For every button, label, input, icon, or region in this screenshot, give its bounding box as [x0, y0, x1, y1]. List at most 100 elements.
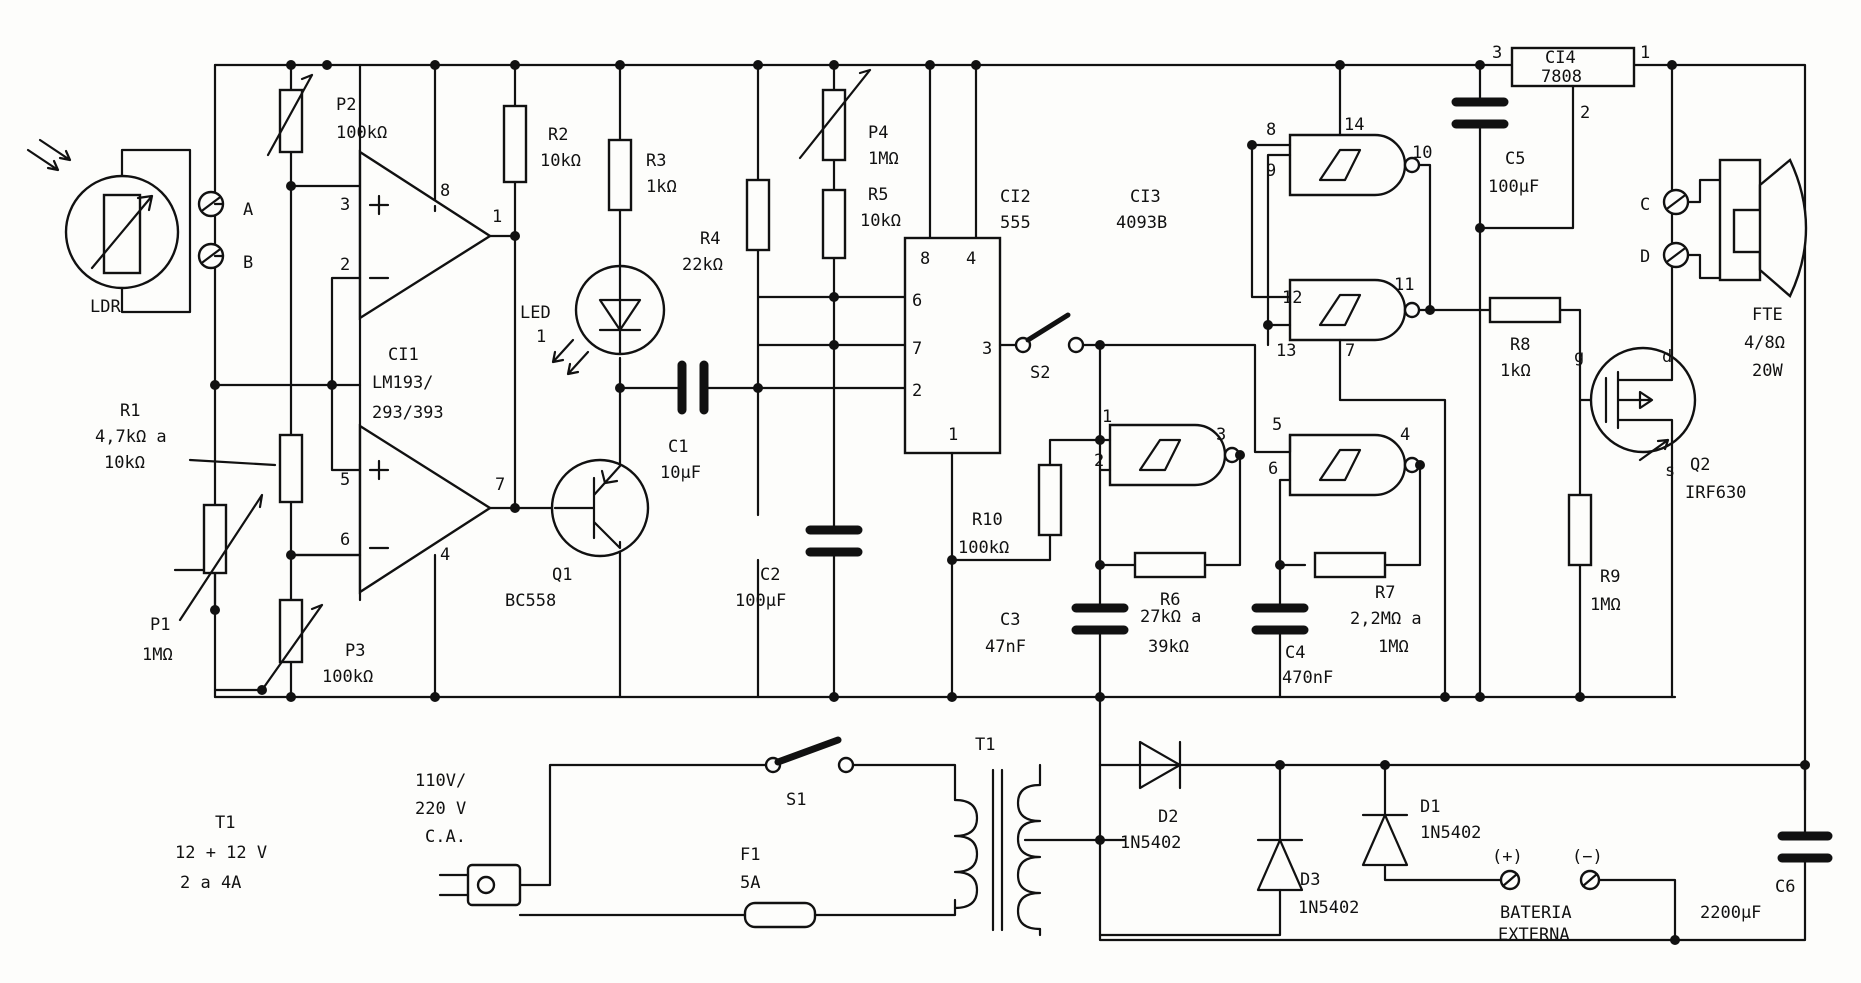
q2-part: IRF630: [1685, 483, 1746, 503]
ci1-pin4: 4: [440, 545, 450, 565]
led-name: LED: [520, 303, 551, 323]
p1-value: 1MΩ: [142, 645, 173, 665]
r7-value: 2,2MΩ a: [1350, 609, 1422, 629]
q2-name: Q2: [1690, 455, 1710, 475]
speaker-value: 4/8Ω: [1744, 333, 1785, 353]
p1-pot: [202, 503, 228, 575]
t1-transformer: [953, 763, 1102, 937]
d3-part: 1N5402: [1298, 898, 1359, 918]
f1-name: F1: [740, 845, 760, 865]
ci3-gate-a: [1108, 423, 1241, 487]
c1-capacitor: [677, 360, 709, 415]
r1-value: 4,7kΩ a: [95, 427, 167, 447]
ci3-pin10: 10: [1412, 143, 1432, 163]
p2-name: P2: [336, 95, 356, 115]
ci3-pin3: 3: [1216, 425, 1226, 445]
ci2-555: [903, 236, 1002, 455]
c6-name: C6: [1775, 877, 1795, 897]
d1-name: D1: [1420, 797, 1440, 817]
q1-name: Q1: [552, 565, 572, 585]
r6-value2: 39kΩ: [1148, 637, 1189, 657]
ldr-label: LDR: [90, 297, 121, 317]
ci3-gate-c: [1288, 133, 1421, 197]
terminal-a-label: A: [243, 200, 253, 220]
r1-resistor: [278, 433, 304, 504]
ci1-comparator-bottom: [358, 423, 493, 595]
ci4-pin2: 2: [1580, 103, 1590, 123]
ci2-pin6: 6: [912, 291, 922, 311]
d3-diode: [1256, 838, 1304, 892]
ci1-pin6: 6: [340, 530, 350, 550]
q1-transistor: [550, 458, 650, 558]
r7-name: R7: [1375, 583, 1395, 603]
d2-name: D2: [1158, 807, 1178, 827]
f1-fuse: [743, 901, 817, 929]
r7-resistor: [1313, 551, 1387, 579]
r5-resistor: [821, 188, 847, 260]
r9-resistor: [1567, 493, 1593, 567]
p4-value: 1MΩ: [868, 149, 899, 169]
mains-line1: 110V/: [415, 771, 466, 791]
p2-pot: [278, 88, 304, 154]
ldr: LDR: [26, 138, 192, 317]
r4-resistor: [745, 178, 771, 252]
terminal-d-label: D: [1640, 247, 1650, 267]
r3-name: R3: [646, 151, 666, 171]
speaker-name: FTE: [1752, 305, 1783, 325]
r3-resistor: [607, 138, 633, 212]
speaker: [1718, 158, 1808, 298]
ci3-pin7: 7: [1345, 341, 1355, 361]
battery-line2: EXTERNA: [1498, 925, 1570, 945]
d2-part: 1N5402: [1120, 833, 1181, 853]
ci3-pin5: 5: [1272, 415, 1282, 435]
t1-spec-name: T1: [215, 813, 235, 833]
junction-dots: [210, 60, 1810, 945]
c2-name: C2: [760, 565, 780, 585]
r9-name: R9: [1600, 567, 1620, 587]
c6-value: 2200µF: [1700, 903, 1761, 923]
s2-name: S2: [1030, 363, 1050, 383]
r6-value: 27kΩ a: [1140, 607, 1201, 627]
c3-name: C3: [1000, 610, 1020, 630]
ci2-pin4: 4: [966, 249, 976, 269]
r9-value: 1MΩ: [1590, 595, 1621, 615]
c5-capacitor: [1451, 97, 1509, 129]
ci1-part: LM193/: [372, 373, 433, 393]
c2-capacitor: [805, 525, 863, 557]
battery-line1: BATERIA: [1500, 903, 1572, 923]
s2-switch: [1025, 312, 1071, 343]
ci3-pin11: 11: [1394, 275, 1414, 295]
r2-value: 10kΩ: [540, 151, 581, 171]
r10-value: 100kΩ: [958, 538, 1009, 558]
p1-name: P1: [150, 615, 170, 635]
ci3-pin2: 2: [1094, 451, 1104, 471]
ci4-pin3: 3: [1492, 43, 1502, 63]
ci2-pin1: 1: [948, 425, 958, 445]
d1-diode: [1361, 813, 1409, 867]
ci1-comparator-top: [358, 149, 493, 321]
ci3-pin9: 9: [1266, 161, 1276, 181]
ci3-pin12: 12: [1282, 288, 1302, 308]
ci3-pin14: 14: [1344, 115, 1364, 135]
ci1-name: CI1: [388, 345, 419, 365]
ci1-part2: 293/393: [372, 403, 444, 423]
c3-value: 47nF: [985, 637, 1026, 657]
top-rail: [213, 63, 1807, 792]
ci3-name: CI3: [1130, 187, 1161, 207]
r6-resistor: [1133, 551, 1207, 579]
r1-name: R1: [120, 401, 140, 421]
r7-value2: 1MΩ: [1378, 637, 1409, 657]
c6-capacitor: [1777, 831, 1833, 863]
ci3-gate-b: [1288, 433, 1421, 497]
p3-name: P3: [345, 641, 365, 661]
r5-value: 10kΩ: [860, 211, 901, 231]
r8-name: R8: [1510, 335, 1530, 355]
ci4-pin1: 1: [1640, 43, 1650, 63]
r8-resistor: [1488, 296, 1562, 324]
r2-resistor: [502, 104, 528, 184]
r5-name: R5: [868, 185, 888, 205]
r4-name: R4: [700, 229, 720, 249]
ci3-gate-d: [1288, 278, 1421, 342]
c4-name: C4: [1285, 643, 1305, 663]
ci4-regulator: [1510, 46, 1636, 88]
